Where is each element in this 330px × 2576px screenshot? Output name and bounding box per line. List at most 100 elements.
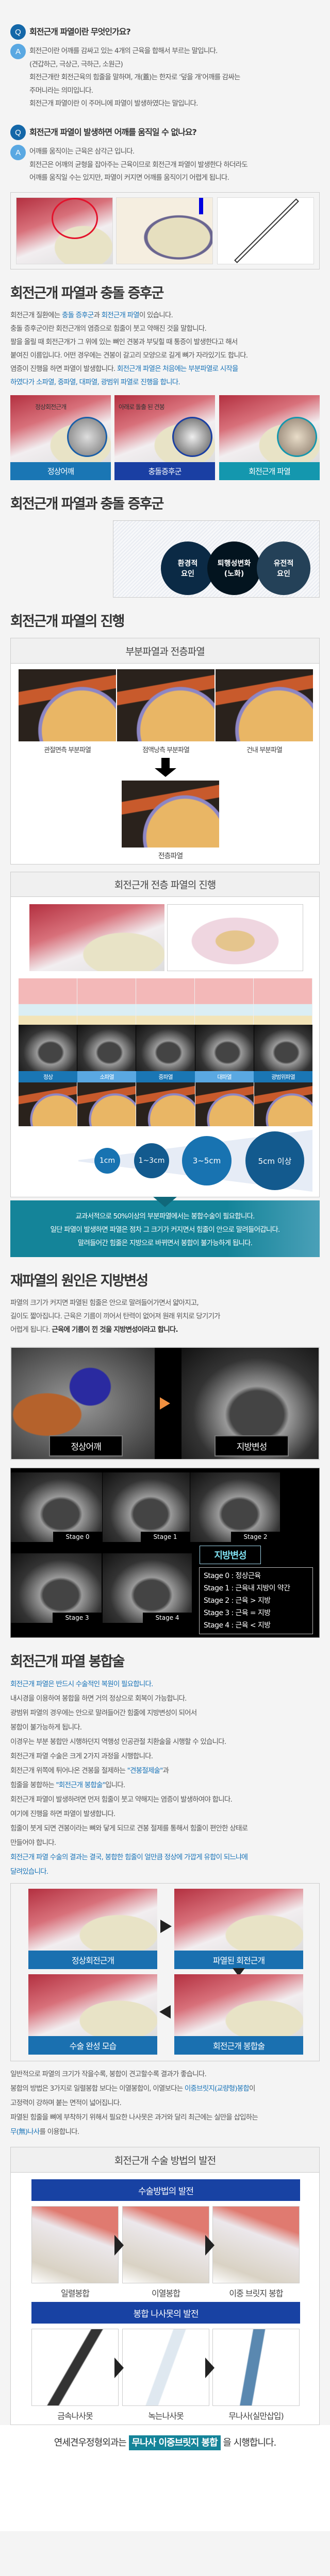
- section-title: 재파열의 원인은 지방변성: [10, 1273, 148, 1289]
- legend-item: Stage 4 : 근육 < 지방: [204, 1621, 271, 1630]
- stage-section-image: [195, 1082, 254, 1126]
- text-line: 팔을 올릴 때 회전근개가 그 위에 있는 뼈인 견봉과 부딪힐 때 통증이 발…: [10, 335, 320, 349]
- text-line: 파열된 힘줄을 뼈에 부착하기 위해서 필요한 나사못은 과거와 달리 최근에는…: [10, 2110, 320, 2125]
- highlight-segment: 회전근개 파열: [101, 311, 140, 319]
- image-caption: 무나사(실만삽입): [228, 2411, 284, 2421]
- panel-label: 정상회전근개: [28, 1951, 157, 1969]
- notice-banner: 교과서적으로 50%이상의 부분파열에서는 봉합수술이 필요합니다. 일단 파열…: [10, 1197, 320, 1257]
- highlight-segment: "견봉절제술": [127, 1767, 163, 1775]
- size-circle: 3~5cm: [182, 1136, 232, 1185]
- stage-mri: Stage 0: [11, 1472, 102, 1542]
- text-line: 힘줄이 붓게 되면 견봉이라는 뼈와 닿게 되므로 견봉 절제를 통해서 힘줄이…: [10, 1821, 320, 1836]
- text-segment: 내시경을 이용하여 봉합을 하면 거의 정상으로 회복이 가능합니다.: [10, 1694, 187, 1703]
- image-caption: 점액낭측 부분파열: [142, 747, 190, 754]
- highlight-segment: 회전근개 파열 수술의 결과는 결국, 봉합한 힘줄이 얼만큼 정상에 가깝게 …: [10, 1853, 248, 1861]
- answer-text: 회전근이란 어깨를 감싸고 있는 4개의 근육을 합해서 부르는 말입니다.(견…: [29, 45, 240, 111]
- stage-legend: Stage 0 : 정상근육 Stage 1 : 근육내 지방이 약간 Stag…: [199, 1567, 313, 1634]
- stage-label-bar: 정상 소파열 중파열 대파열 광범위파열: [19, 1071, 312, 1082]
- arthroscopy-view: [172, 417, 212, 457]
- stage-mri: Stage 1: [103, 1472, 190, 1542]
- box-title: 회전근개 전층 파열의 진행: [11, 872, 319, 897]
- q-mark: Q: [15, 128, 21, 137]
- tear-3d-illustration: [29, 904, 164, 971]
- stage-label: 소파열: [77, 1071, 136, 1082]
- panel-label: 회전근개 파열: [219, 462, 320, 480]
- highlight-segment: "회전근개 봉합술": [56, 1781, 105, 1789]
- text-segment: 이: [249, 2084, 255, 2093]
- text-segment: 봉합의 방법은 3가지로 일렬봉합 보다는 이열봉합이, 이열보다는: [10, 2084, 185, 2093]
- stage-mri-row: [19, 1025, 313, 1071]
- a-mark: A: [15, 148, 21, 157]
- text-line: 여기에 진행을 하면 파열이 발생합니다.: [10, 1807, 320, 1821]
- bioabsorbable-anchor-image: [122, 2329, 209, 2406]
- question-icon: Q: [10, 24, 26, 40]
- answer-icon: A: [10, 145, 26, 160]
- notice-line: 말려들어간 힘줄은 지방으로 바뀌면서 봉합이 불가능하게 됩니다.: [77, 1239, 253, 1247]
- panel-label: 정상어깨: [10, 462, 111, 480]
- right-arrow-icon: [160, 1920, 172, 1933]
- stage-label: Stage 4: [143, 1613, 192, 1623]
- section-title: 회전근개 파열과 충돌 증후군: [10, 496, 164, 512]
- overlay-label: 아래로 돌출 된 견봉: [119, 403, 165, 411]
- text-segment: 회전근개 질환에는: [10, 311, 62, 319]
- stage-section-image: [136, 1082, 195, 1126]
- a-mark: A: [15, 47, 21, 56]
- text-line: 무(無)나사를 이용합니다.: [10, 2125, 320, 2139]
- arthroscopy-view: [67, 417, 107, 457]
- text-line: 하였다가 소파열, 중파열, 대파열, 광범위 파열로 진행을 합니다.: [10, 376, 320, 389]
- section-title: 회전근개 파열 봉합술: [10, 1654, 125, 1670]
- panel-label: 충돌증후군: [114, 462, 215, 480]
- fatty-stage-image: Stage 0 Stage 1 Stage 2 Stage 3 Stage 4 …: [10, 1468, 320, 1638]
- text-segment: 고정력이 강하며 붙는 면적이 넓어집니다.: [10, 2099, 122, 2107]
- single-row-repair-image: [31, 2206, 119, 2283]
- text-segment: 과: [93, 311, 102, 319]
- text-segment: 과: [162, 1767, 169, 1775]
- stage-drawings: [19, 978, 312, 1025]
- legend-item: Stage 1 : 근육내 지방이 약간: [204, 1584, 290, 1592]
- highlight-segment: 하였다가 소파열, 중파열, 대파열, 광범위 파열로 진행을 합니다.: [10, 378, 180, 386]
- image-caption: 이열봉합: [152, 2289, 180, 2298]
- closing-statement: 연세견우정형외과는 무나사 이중브릿지 봉합 을 시행합니다.: [0, 2425, 330, 2531]
- text-line: (견갑하근, 극상근, 극하근, 소원근): [29, 60, 123, 69]
- stage-section-image: [77, 1082, 136, 1126]
- shoulder-force-illustration: [116, 197, 213, 264]
- stage-label: 정상: [19, 1071, 77, 1082]
- text-line: 회전근개 위쪽에 튀어나온 견봉을 절제하는 "견봉절제술"과: [10, 1764, 320, 1778]
- stage-mri: Stage 2: [190, 1472, 280, 1542]
- text-segment: 봉합이 불가능하게 됩니다.: [10, 1723, 82, 1732]
- stage-drawing: [195, 978, 254, 1025]
- text-segment: 입니다.: [105, 1781, 125, 1789]
- size-circle: 5cm 이상: [245, 1131, 304, 1190]
- down-arrow-icon: [161, 758, 170, 769]
- double-row-repair-image: [122, 2206, 209, 2283]
- text-line: 회전근개 질환에는 충돌 증후군과 회전근개 파열이 있습니다.: [10, 309, 320, 322]
- double-bridge-repair-image: [212, 2206, 300, 2283]
- highlight-segment: 무(無)나사: [10, 2128, 40, 2136]
- text-line: 회전근개 파열이 발생하려면 먼저 힘줄이 붓고 약해지는 염증이 발생하여야 …: [10, 1792, 320, 1807]
- legend-item: Stage 0 : 정상근육: [204, 1572, 261, 1580]
- highlight-segment: 이중브릿지(교량형)봉합: [184, 2084, 250, 2093]
- text-segment: 회전근개 파열이 발생하려면 먼저 힘줄이 붓고 약해지는 염증이 발생하여야 …: [10, 1795, 233, 1804]
- text-line: 회전근은 어깨의 균형을 잡아주는 근육이므로 회전근개 파열이 발생한다 하더…: [29, 160, 248, 169]
- text-segment: 힘줄이 붓게 되면 견봉이라는 뼈와 닿게 되므로 견봉 절제를 통해서 힘줄이…: [10, 1824, 248, 1833]
- overlay-label: 정상회전근개: [35, 403, 67, 411]
- torn-cuff-image: [174, 1889, 303, 1951]
- mri-image: [136, 1025, 195, 1071]
- question-title: 회전근개 파열이 발생하면 어깨를 움직일 수 없나요?: [29, 127, 197, 137]
- full-tear-progression-box: 회전근개 전층 파열의 진행 정상 소파열 중파열 대파열 광범위파열 1cm …: [10, 872, 320, 1197]
- text-line: 회전근개란 회전근육의 힘줄을 말하며, 개(蓋)는 한자로 ‘덮을 개’어깨를…: [29, 73, 240, 81]
- text-line: 어깨를 움직이는 근육은 삼각근 입니다.: [29, 147, 135, 156]
- text-line: 길이도 짧아집니다. 근육은 기름이 끼어서 탄력이 없어져 원래 위치로 당기…: [10, 1310, 320, 1323]
- section-title: 회전근개 파열과 충돌 증후군: [10, 285, 164, 301]
- text-line: 달려있습니다.: [10, 1865, 320, 1879]
- factor-label: 유전적: [273, 560, 294, 568]
- text-line: 어깨를 움직일 수는 있지만, 파열이 커지면 어깨를 움직이기 어렵게 됩니다…: [29, 174, 229, 182]
- text-segment: 힘줄을 봉합하는: [10, 1781, 56, 1789]
- metal-anchor-image: [31, 2329, 119, 2406]
- down-arrow-head: [155, 768, 176, 777]
- text-line: 주머니라는 의미입니다.: [29, 86, 93, 95]
- arthroscopy-view: [277, 417, 317, 457]
